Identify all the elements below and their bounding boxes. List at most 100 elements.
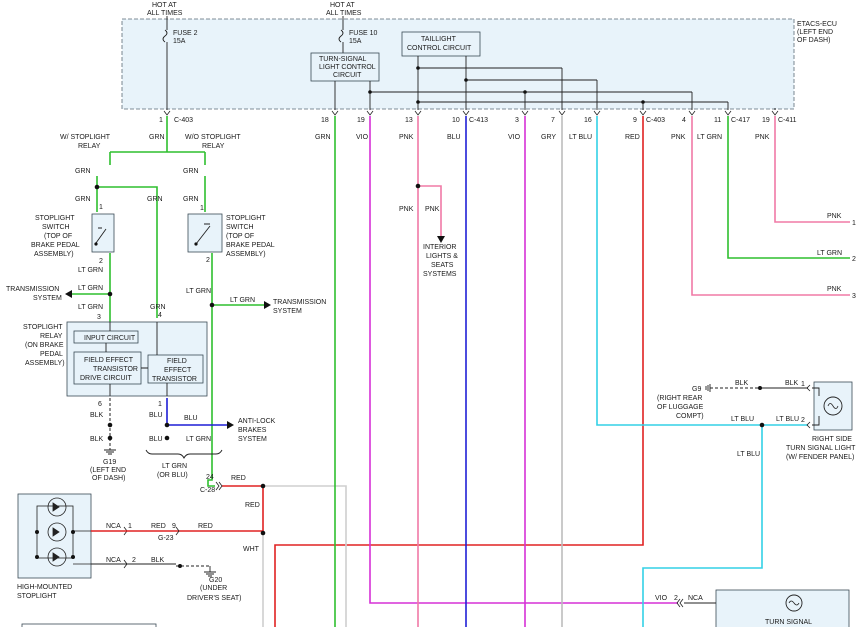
turn-signal-bulb-icon: [785, 594, 803, 612]
wire-vio-19: [369, 116, 678, 604]
label-pnk-a: PNK: [399, 206, 414, 213]
wire-label-pnk-13: PNK: [399, 134, 414, 141]
relay-pin-4: 4: [158, 312, 162, 319]
g19-line2: (LEFT END: [90, 467, 126, 474]
fuse-2-icon: [162, 29, 168, 43]
pin-9: 9: [633, 117, 637, 124]
relay-pin-6: 6: [98, 401, 102, 408]
label-nca-3: NCA: [688, 595, 703, 602]
g9-line2: (RIGHT REAR: [657, 395, 702, 402]
hot-at-all-times-1-line1: HOT AT: [152, 2, 177, 9]
taillight-cc-line2: CONTROL CIRCUIT: [407, 45, 472, 52]
label-ltblu-c: LT BLU: [737, 451, 760, 458]
label-vio-bottom: VIO: [655, 595, 668, 602]
arrow-right-icon: [264, 301, 271, 309]
g23-pin-9: 9: [172, 523, 176, 530]
connector-c417: C-417: [731, 117, 750, 124]
connector-c28: C-28: [200, 487, 215, 494]
splice-dot: [94, 184, 100, 190]
wire-pnk-interior: [418, 185, 442, 236]
arrow-abs-icon: [227, 421, 234, 429]
fuse-10-icon: [338, 29, 344, 43]
relay-internal-wiring: [105, 322, 168, 396]
label-grn-relay: GRN: [150, 304, 166, 311]
turn-signal-control-circuit-box: [310, 52, 380, 82]
wire-label-pnk-19: PNK: [755, 134, 770, 141]
ltgrn-or-blu-line1: LT GRN: [162, 463, 187, 470]
turn-light-chevrons: [806, 384, 811, 429]
antilock-line2: BRAKES: [238, 427, 267, 434]
label-red-d: RED: [198, 523, 213, 530]
wire-label-blu-10: BLU: [447, 134, 461, 141]
switch-1-contact-icon: [95, 227, 107, 244]
transmission-left-line2: SYSTEM: [33, 295, 62, 302]
pin-10: 10: [452, 117, 460, 124]
w-stoplight-relay-line2: RELAY: [78, 143, 101, 150]
taillight-cc-line1: TAILLIGHT: [421, 36, 457, 43]
wo-stoplight-relay-line1: W/O STOPLIGHT: [185, 134, 241, 141]
wire-label-vio-3: VIO: [508, 134, 521, 141]
pin-1: 1: [159, 117, 163, 124]
relay-label-2: RELAY: [40, 333, 63, 340]
sw2-label-2: SWITCH: [226, 224, 254, 231]
out-num-2: 2: [852, 256, 856, 263]
fuse-10-rating: 15A: [349, 38, 362, 45]
interior-line1: INTERIOR: [423, 244, 456, 251]
rs-turn-line1: RIGHT SIDE: [812, 436, 852, 443]
turn-light-bulb-icon: [823, 396, 843, 416]
turn-cc-line1: TURN-SIGNAL: [319, 56, 367, 63]
connector-c413: C-413: [469, 117, 488, 124]
fuse-10-label: FUSE 10: [349, 30, 378, 37]
label-blu-c: BLU: [184, 415, 198, 422]
wire-ltblu-lower: [642, 425, 763, 627]
wire-pnk-19: [774, 116, 850, 223]
label-blk-b: BLK: [90, 436, 104, 443]
fet-drive-line3: DRIVE CIRCUIT: [80, 375, 132, 382]
label-blu-b: BLU: [149, 436, 163, 443]
ltgrn-or-blu-line2: (OR BLU): [157, 472, 188, 479]
wire-label-red-9: RED: [625, 134, 640, 141]
label-red-b: RED: [245, 502, 260, 509]
label-red-a: RED: [231, 475, 246, 482]
pin-13: 13: [405, 117, 413, 124]
label-wht: WHT: [243, 546, 260, 553]
c28-pin-24: 24: [206, 474, 214, 481]
connector-g23: G-23: [158, 535, 174, 542]
pin-18: 18: [321, 117, 329, 124]
ground-g20-icon: [204, 566, 216, 577]
g20-line2: (UNDER: [200, 585, 227, 592]
sw1-label-3: (TOP OF: [44, 233, 72, 240]
input-circuit-label: INPUT CIRCUIT: [84, 335, 136, 342]
rs-turn-line2: TURN SIGNAL LIGHT: [786, 445, 856, 452]
label-ltblu-a: LT BLU: [731, 416, 754, 423]
out-num-3: 3: [852, 293, 856, 300]
wire-label-gry-7: GRY: [541, 134, 556, 141]
label-ltgrn-f: LT GRN: [186, 436, 211, 443]
wires: [72, 116, 850, 627]
label-red-c: RED: [151, 523, 166, 530]
pin-3: 3: [515, 117, 519, 124]
hmsl-pin-2: 2: [132, 557, 136, 564]
sw1-label-4: BRAKE PEDAL: [31, 242, 80, 249]
sw2-label-3: (TOP OF: [226, 233, 254, 240]
connector-c403-a: C-403: [174, 117, 193, 124]
connector-chevrons: [163, 110, 779, 116]
option-brace: [145, 449, 223, 460]
switch-1-pin-1: 1: [99, 204, 103, 211]
turn-light-pin-2: 2: [801, 417, 805, 424]
switch-2-contact-icon: [195, 223, 211, 245]
label-blu-a: BLU: [149, 412, 163, 419]
fet-drive-line1: FIELD EFFECT: [84, 357, 134, 364]
g19-line1: G19: [103, 459, 116, 466]
fet-line3: TRANSISTOR: [152, 376, 197, 383]
interior-line2: LIGHTS &: [426, 253, 458, 260]
sw2-label-5: ASSEMBLY): [226, 251, 266, 258]
g9-line3: OF LUGGAGE: [657, 404, 704, 411]
arrow-down-icon: [437, 236, 445, 243]
interior-line4: SYSTEMS: [423, 271, 457, 278]
partial-component-box: [21, 623, 157, 627]
ecu-label-line2: (LEFT END: [797, 29, 833, 36]
antilock-line1: ANTI-LOCK: [238, 418, 276, 425]
relay-pin-1: 1: [158, 401, 162, 408]
